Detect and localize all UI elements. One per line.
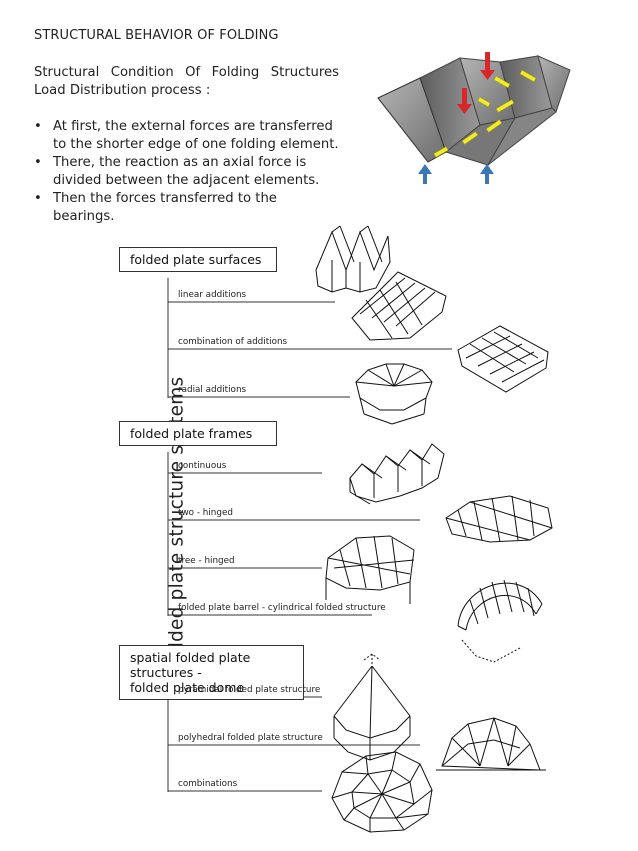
subitem-label: combination of additions <box>178 337 288 347</box>
subitem-label: combinations <box>178 779 238 789</box>
bullet-item: At first, the external forces are transf… <box>34 118 339 154</box>
subitem-label: pyramidal folded plate structure <box>178 685 321 695</box>
sketch-continuous <box>349 443 445 505</box>
subitem-label: polyhedral folded plate structure <box>178 733 323 743</box>
sketch-radial <box>355 363 433 425</box>
sketch-combination-right <box>457 325 549 393</box>
intro-text: Structural Condition Of Folding Structur… <box>34 65 339 98</box>
sketch-two-hinged <box>445 495 553 543</box>
group-box-spatial: spatial folded plate structures - folded… <box>119 645 304 700</box>
group-title: folded plate frames <box>130 426 253 441</box>
bullet-item: There, the reaction as an axial force is… <box>34 154 339 190</box>
subitem-label: continuous <box>178 461 227 471</box>
sketch-dome <box>331 751 433 833</box>
group-title: folded plate surfaces <box>130 252 262 267</box>
bullet-list: At first, the external forces are transf… <box>34 118 339 226</box>
subitem-label: tree - hinged <box>178 556 235 566</box>
bullet-item: Then the forces transferred to the beari… <box>34 190 339 226</box>
sketch-pyramid <box>333 653 411 761</box>
diagram-vertical-title: folded plate structure systems <box>166 376 188 666</box>
sketch-barrel <box>457 579 543 663</box>
subitem-label: linear additions <box>178 290 247 300</box>
group-box-frames: folded plate frames <box>119 421 277 446</box>
subitem-label: folded plate barrel - cylindrical folded… <box>178 603 386 613</box>
group-box-surfaces: folded plate surfaces <box>119 247 277 272</box>
sketch-polyhedral <box>436 717 546 771</box>
sketch-tree-hinged <box>325 535 415 604</box>
page-title: STRUCTURAL BEHAVIOR OF FOLDING <box>34 28 279 43</box>
sketch-combination-large <box>351 271 447 341</box>
group-title-line1: spatial folded plate structures - <box>130 650 251 680</box>
group-title-line2: folded plate dome <box>130 680 245 695</box>
subitem-label: radial additions <box>178 385 247 395</box>
subitem-label: two - hinged <box>178 508 233 518</box>
sketch-linear-additions <box>315 225 391 293</box>
